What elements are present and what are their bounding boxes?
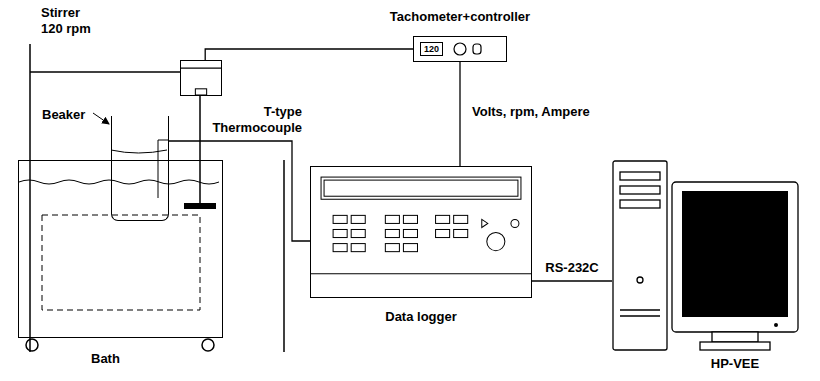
computer: HP-VEE: [612, 160, 800, 352]
leader-line: [93, 113, 109, 124]
text-holder: Beaker: [42, 107, 85, 123]
bath-wheel: [26, 339, 38, 351]
thermocouple-probe: [158, 140, 168, 198]
bath-water: [19, 180, 219, 184]
connector-line: [205, 49, 413, 60]
node-text: Stirrer 120 rpm: [41, 5, 91, 36]
stand-arm: [30, 71, 180, 73]
bath-wheel: [202, 339, 214, 351]
node-text: HP-VEE: [711, 356, 759, 371]
beaker: Beaker: [111, 116, 169, 221]
text-holder: Bath: [91, 351, 120, 367]
signal-label: T-type Thermocouple: [212, 104, 302, 135]
connector-line: [169, 141, 310, 241]
stirrer-shaft: [199, 96, 201, 204]
node-text: Beaker: [42, 107, 85, 122]
node-text: Bath: [91, 351, 120, 366]
node-text: Tachometer+controller: [390, 9, 530, 24]
signal-label: RS-232C: [545, 260, 598, 275]
edge-label: T-type Thermocouple: [208, 104, 304, 136]
edge-label: Volts, rpm, Ampere: [470, 104, 592, 120]
text-holder: Data logger: [385, 309, 457, 325]
connector-line: [532, 280, 612, 281]
text-holder: Stirrer 120 rpm: [41, 5, 105, 37]
stand-pole: [29, 44, 31, 352]
stirrer-impeller: [184, 203, 216, 209]
text-holder: HP-VEE: [711, 356, 759, 372]
node-text: Data logger: [385, 309, 457, 324]
stand-pole: [283, 160, 285, 352]
stirrer-motor: Stirrer 120 rpm: [180, 60, 222, 96]
text-holder: Tachometer+controller: [390, 9, 530, 25]
signal-label: Volts, rpm, Ampere: [472, 104, 590, 119]
data-logger: Data logger: [310, 166, 532, 298]
node-text: 120: [420, 42, 443, 56]
connector-line: [459, 62, 460, 166]
edge-label: RS-232C: [543, 260, 600, 276]
water-bath: BathBeaker: [18, 160, 223, 338]
tachometer-controller: Tachometer+controller120: [413, 36, 507, 62]
bath-inner: [42, 215, 200, 310]
beaker-liquid: [111, 150, 167, 153]
